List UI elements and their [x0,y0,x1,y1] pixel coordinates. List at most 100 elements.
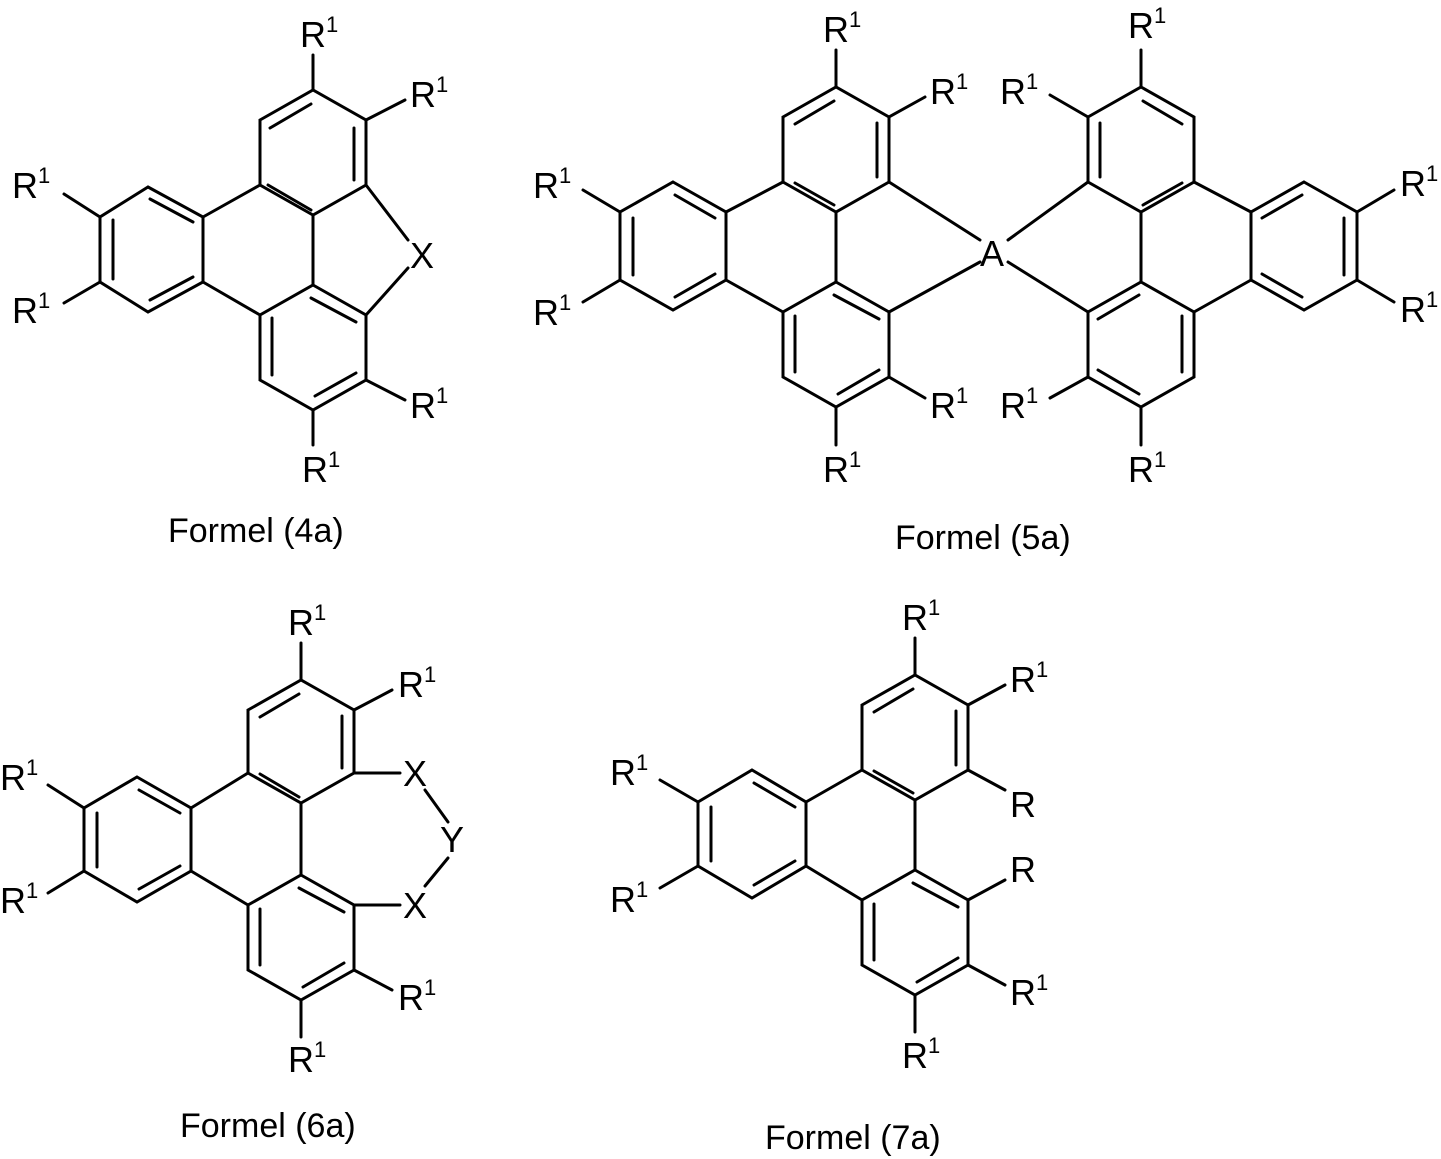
label-4a-r1: R [300,14,326,55]
bond-line [150,199,193,222]
ring-7a-left [698,770,806,898]
bond-line [583,280,620,302]
superscript-label: 1 [956,69,968,94]
superscript-label: 1 [928,595,940,620]
bond-line [425,858,448,886]
label-5a-left-bottom: R [823,449,849,490]
bond-line [834,295,879,319]
superscript-label: 1 [849,7,861,32]
label-6a-lower: R [398,977,424,1018]
superscript-label: 1 [424,975,436,1000]
superscript-label: 1 [956,383,968,408]
label-4a-r6: R [302,449,328,490]
superscript-label: 1 [328,447,340,472]
bond-line [874,689,913,712]
bond-line [203,282,260,315]
bond-line [806,866,862,900]
bond-line [889,262,980,312]
label-5a-right-r2: R [1400,289,1426,330]
formula-6a: R 1 R 1 R 1 R 1 R 1 R 1 X Y X Formel (6a… [0,600,464,1145]
superscript-label: 1 [1026,383,1038,408]
bond-line [968,685,1005,705]
bond-line [354,690,392,710]
bond-line [366,100,405,120]
label-5a-center-a: A [980,233,1004,274]
label-7a-top: R [902,597,928,638]
bond-line [1050,95,1088,117]
superscript-label: 1 [849,447,861,472]
bond-line [675,195,715,218]
ring-5a-right-outer [1251,182,1357,310]
superscript-label: 1 [26,755,38,780]
bond-line [675,274,715,297]
label-4a-r2: R [410,74,436,115]
ring-4a-left [100,187,203,312]
ring-4a-upper [260,90,366,215]
superscript-label: 1 [326,12,338,37]
bond-line [1262,195,1302,218]
label-5a-right-r1: R [1400,163,1426,204]
bond-line [1357,190,1394,212]
bond-line [1194,280,1251,312]
bond-line [1050,377,1088,398]
bond-line [311,298,356,322]
bond-line [64,194,100,217]
bond-line [139,866,180,889]
bond-line [1008,182,1088,240]
bond-line [191,773,248,808]
label-7a-r-mid2: R [1010,849,1036,890]
ring-6a-upper [248,680,354,803]
superscript-label: 1 [26,878,38,903]
label-6a-left1: R [0,757,26,798]
bond-line [260,694,299,717]
caption-6a: Formel (6a) [180,1107,356,1145]
bond-line [303,963,344,987]
bond-line [968,770,1005,790]
superscript-label: 1 [1026,69,1038,94]
ring-5a-right-upper [1088,87,1194,212]
label-5a-right-upper: R [1000,71,1026,112]
bond-line [315,373,356,396]
superscript-label: 1 [38,163,50,188]
bond-line [583,190,620,212]
bond-line [48,871,84,893]
superscript-label: 1 [1036,657,1048,682]
label-6a-bottom: R [288,1039,314,1080]
superscript-label: 1 [314,1037,326,1062]
bond-line [874,771,913,793]
bond-line [795,101,834,124]
superscript-label: 1 [1154,3,1166,28]
label-7a-r-mid1: R [1010,784,1036,825]
superscript-label: 1 [1426,161,1438,186]
formula-7a: R 1 R 1 R R R 1 R 1 R 1 R 1 Formel (7a) [610,595,1048,1157]
ring-6a-left [84,777,191,902]
bond-line [726,280,783,312]
bond-line [139,790,180,813]
label-6a-y: Y [440,819,464,860]
superscript-label: 1 [314,600,326,625]
bond-line [1098,370,1139,394]
formula-5a: R 1 R 1 R 1 R 1 R 1 R 1 A R 1 R 1 R 1 R … [533,3,1438,557]
caption-4a: Formel (4a) [168,512,344,550]
label-7a-upper: R [1010,659,1036,700]
label-7a-left2: R [610,879,636,920]
bond-line [1008,262,1088,312]
caption-5a: Formel (5a) [895,519,1071,557]
label-5a-right-bottom: R [1128,449,1154,490]
bond-line [366,185,408,240]
superscript-label: 1 [436,383,448,408]
superscript-label: 1 [1036,970,1048,995]
label-7a-lower: R [1010,972,1036,1013]
bond-line [913,883,958,907]
label-4a-r4: R [12,290,38,331]
bond-line [203,185,260,217]
superscript-label: 1 [928,1033,940,1058]
superscript-label: 1 [559,290,571,315]
label-5a-left-top: R [823,9,849,50]
label-5a-left-upper: R [930,71,956,112]
label-5a-right-lower: R [1000,385,1026,426]
label-5a-left-lower: R [930,385,956,426]
bond-line [150,277,193,300]
ring-5a-right-lower [1088,282,1194,407]
